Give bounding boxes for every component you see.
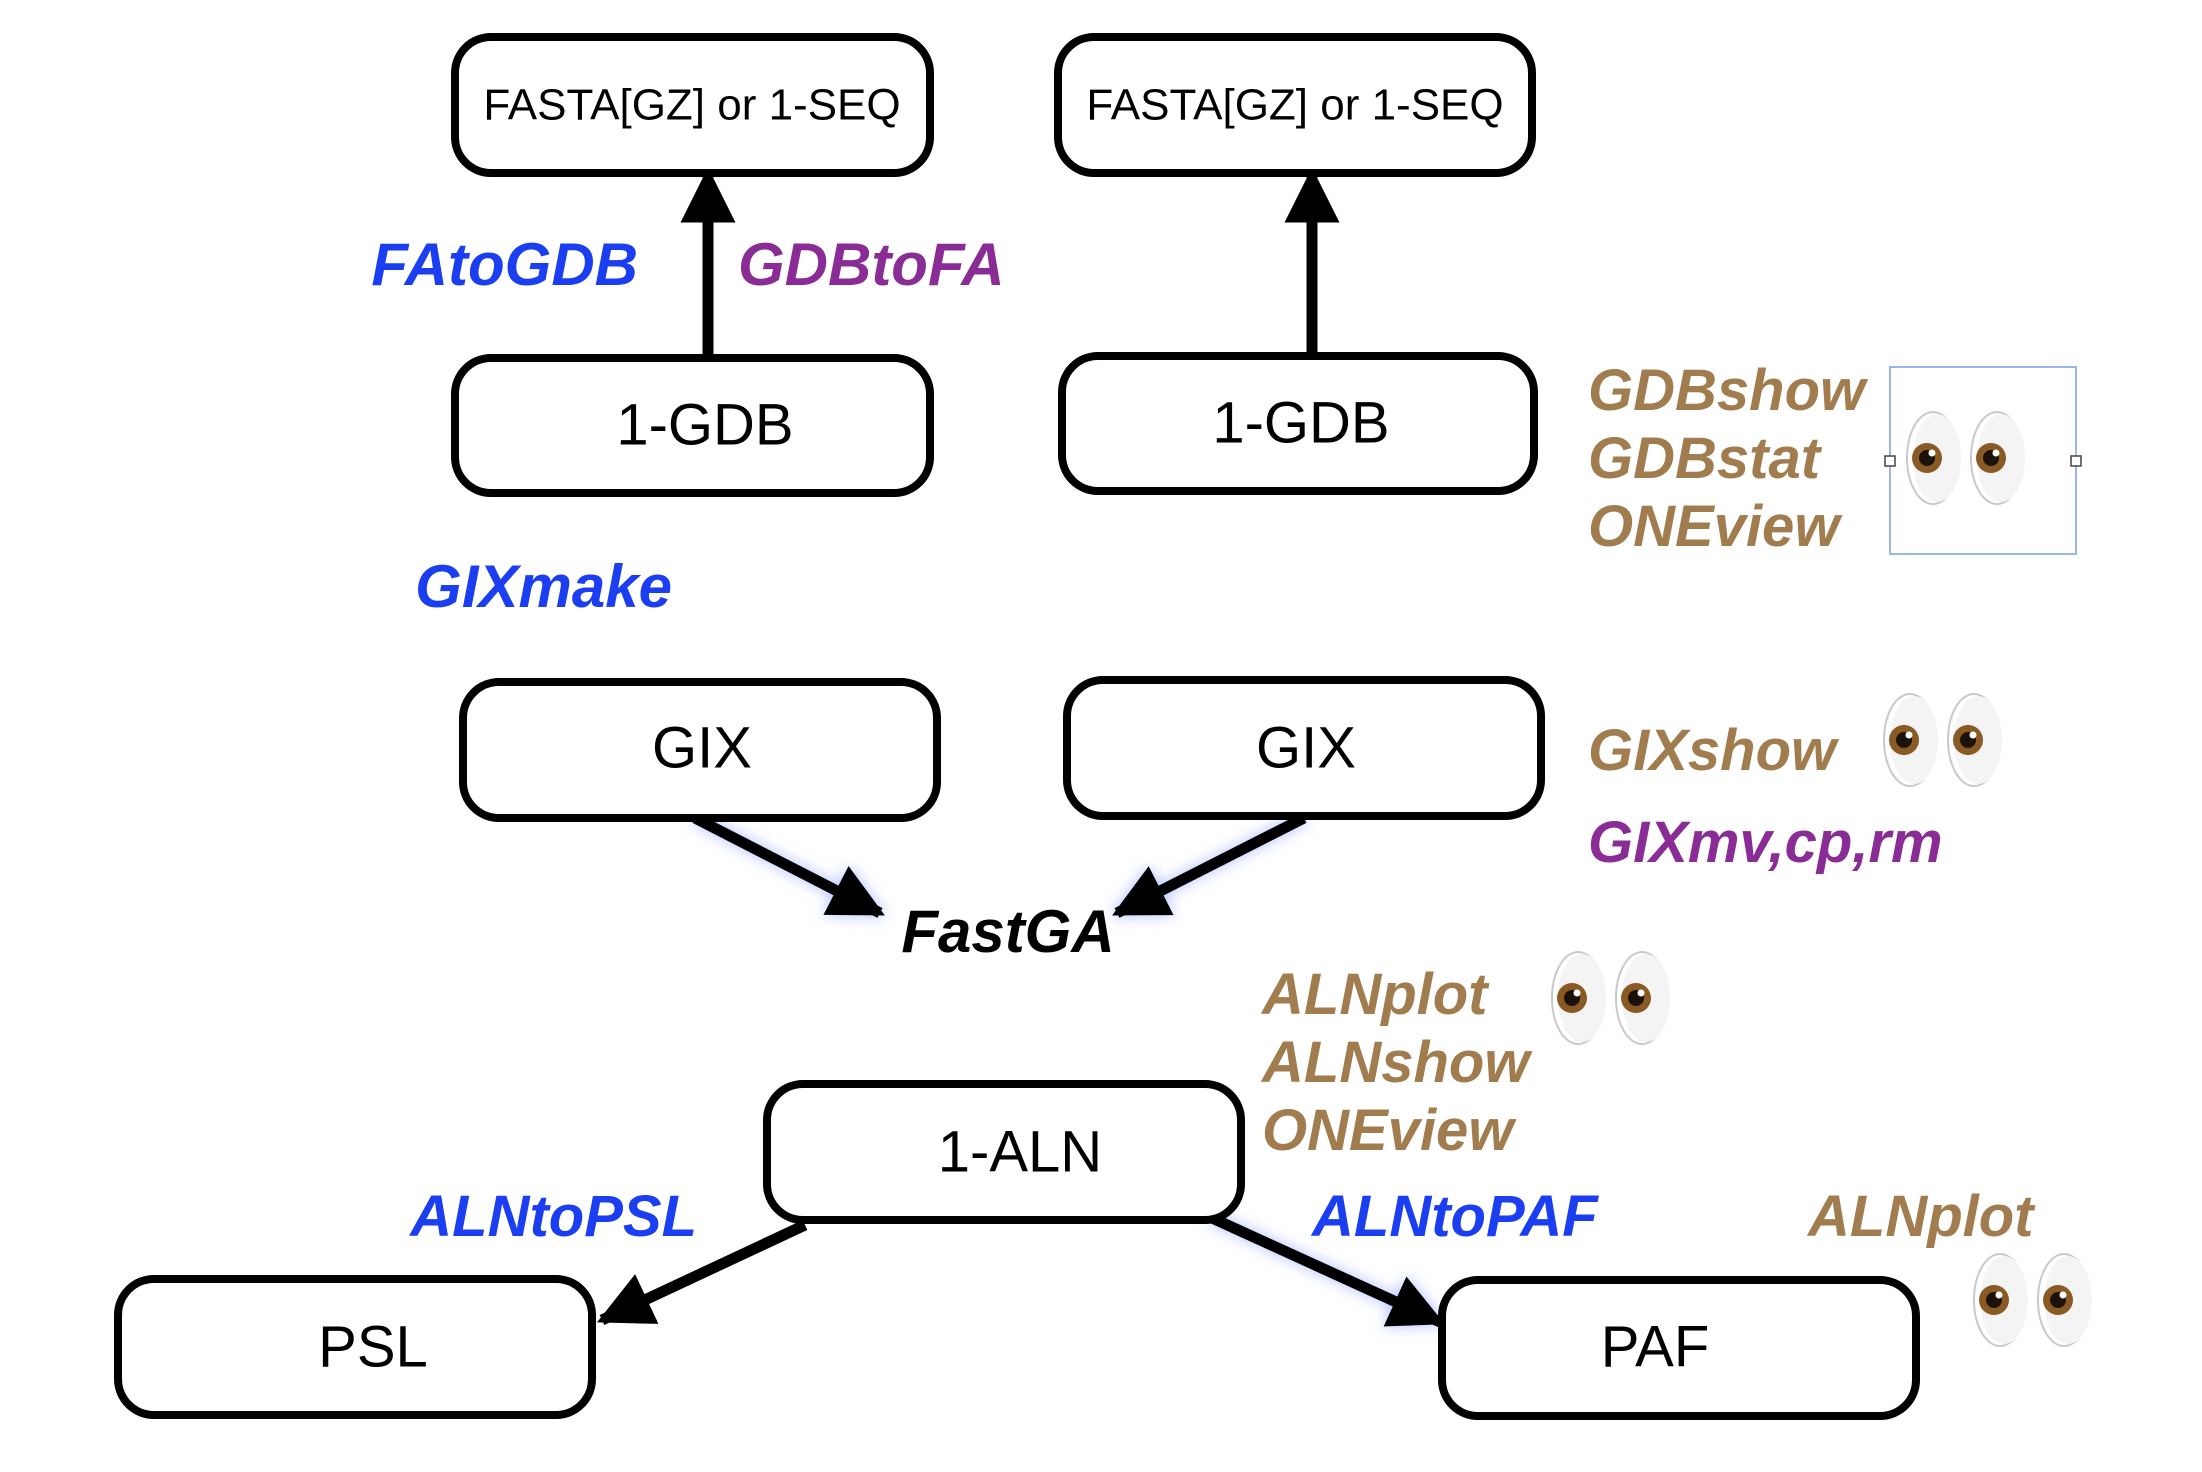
node-label: 1-ALN (938, 1120, 1102, 1185)
arrow-aln-to-psl (597, 1220, 808, 1325)
arrow-gix-right-to-fastga (1112, 813, 1307, 918)
fastga-label: FastGA (901, 898, 1114, 965)
alntopaf-label: ALNtoPAF (1310, 1184, 1599, 1249)
alnplot-paf-label: ALNplot (1806, 1184, 2036, 1249)
selection-handle-right[interactable] (2070, 455, 2082, 467)
gdbtofa-label: GDBtoFA (738, 231, 1005, 298)
node-label: GIX (652, 716, 752, 781)
gdbshow-label: GDBshow (1588, 358, 1869, 423)
arrows (597, 167, 1446, 1328)
alnshow-label: ALNshow (1260, 1030, 1533, 1095)
fatogdb-label: FAtoGDB (371, 231, 638, 298)
gdbstat-label: GDBstat (1588, 426, 1823, 491)
node-label: 1-GDB (616, 393, 793, 458)
gixmake-label: GIXmake (415, 553, 672, 620)
oneview-aln-label: ONEview (1262, 1098, 1517, 1163)
node-gix-left: GIX (459, 678, 941, 822)
node-label: 1-GDB (1212, 391, 1389, 456)
eyes-icon-aln (1551, 951, 1671, 1045)
node-label: PAF (1601, 1315, 1710, 1380)
node-aln: 1-ALN (763, 1080, 1245, 1224)
eyes-icon-paf (1973, 1253, 2093, 1347)
node-fasta-right: FASTA[GZ] or 1-SEQ (1054, 33, 1536, 177)
alntopsl-label: ALNtoPSL (408, 1184, 697, 1249)
node-paf: PAF (1438, 1276, 1920, 1420)
node-label: FASTA[GZ] or 1-SEQ (483, 81, 900, 130)
eyes-icon-gdb (1884, 366, 2082, 555)
arrow-gix-left-to-fastga (692, 813, 885, 918)
selection-handle-left[interactable] (1884, 455, 1896, 467)
node-gdb-right: 1-GDB (1058, 352, 1538, 495)
node-fasta-left: FASTA[GZ] or 1-SEQ (451, 33, 934, 177)
node-psl: PSL (114, 1275, 596, 1419)
gix-ops-label: GIXmv,cp,rm (1588, 810, 1943, 875)
node-gdb-left: 1-GDB (451, 354, 934, 497)
node-gix-right: GIX (1063, 676, 1545, 820)
node-label: PSL (318, 1315, 428, 1380)
alnplot-label: ALNplot (1260, 962, 1490, 1027)
eyes-icon-gix (1883, 693, 2003, 787)
node-label: GIX (1256, 716, 1356, 781)
arrow-aln-to-paf (1209, 1212, 1446, 1328)
node-label: FASTA[GZ] or 1-SEQ (1086, 81, 1503, 130)
gixshow-label: GIXshow (1588, 718, 1840, 783)
oneview-gdb-label: ONEview (1588, 494, 1843, 559)
